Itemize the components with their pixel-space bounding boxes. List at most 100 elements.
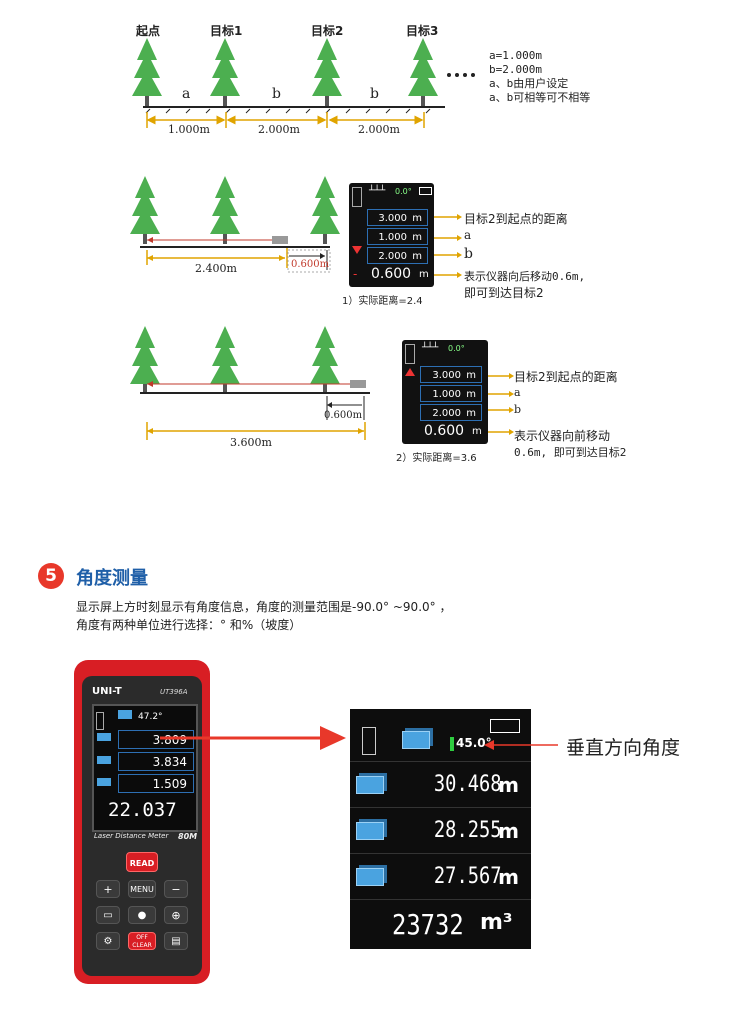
plus-button[interactable]: + xyxy=(96,880,120,898)
settings-button[interactable]: ⚙ xyxy=(96,932,120,950)
distance-label-1: 1.000m xyxy=(168,123,210,136)
laser-distance-meter: UNI-T UT396A 47.2° 3.809 3.834 1.509 22.… xyxy=(74,660,210,984)
d2-angle-icon: ┴┴┴ xyxy=(369,186,386,196)
off-clear-button[interactable]: OFF CLEAR xyxy=(128,932,156,950)
device-row-icon-1 xyxy=(97,733,111,741)
target2-label: 目标2 xyxy=(311,24,344,38)
section-desc-line2: 角度有两种单位进行选择：° 和%（坡度） xyxy=(76,618,302,632)
note-a: a=1.000m xyxy=(489,49,542,62)
d3-device-icon xyxy=(405,344,415,364)
zoom-angle-readout: 45.0° xyxy=(456,736,492,750)
zoom-volume-icon xyxy=(402,731,430,749)
menu-button[interactable]: MENU xyxy=(128,880,156,898)
d2-ann-b: b xyxy=(464,246,473,262)
read-button[interactable]: READ xyxy=(126,852,158,872)
d3-big-value: 0.600 xyxy=(424,423,465,439)
diagram2-graphics xyxy=(130,176,340,273)
distance-label-3: 2.000m xyxy=(358,123,400,136)
d2-ann-move-back: 表示仪器向后移动0.6m, xyxy=(464,270,586,283)
d2-battery-icon xyxy=(419,187,432,195)
d3-forward-arrow-icon xyxy=(405,368,415,376)
zoom-row-3-icon xyxy=(356,868,384,886)
diagram1-graphics xyxy=(132,38,475,128)
d3-ann-reach: 0.6m, 即可到达目标2 xyxy=(514,446,627,459)
d2-angle-readout: 0.0° xyxy=(395,187,412,196)
note-equal: a、b可相等可不相等 xyxy=(489,91,591,104)
target1-label: 目标1 xyxy=(210,24,243,38)
d2-caption: 1）实际距离=2.4 xyxy=(342,296,423,307)
device-brand: UNI-T xyxy=(92,686,122,697)
d3-ann-move-forward: 表示仪器向前移动 xyxy=(514,429,611,443)
d2-big-unit: m xyxy=(419,269,429,280)
device-row-icon-2 xyxy=(97,756,111,764)
d3-angle-icon: ┴┴┴ xyxy=(422,343,439,353)
d2-back-arrow-icon xyxy=(352,246,362,254)
device-screen-volume-icon xyxy=(118,710,132,719)
laser-button[interactable]: ● xyxy=(128,906,156,924)
device-row-3: 1.509 xyxy=(118,774,194,793)
zoom-row-1-icon xyxy=(356,776,384,794)
angle-callout-arrow xyxy=(484,740,558,750)
device-range: 80M xyxy=(178,832,198,841)
d2-device-icon xyxy=(352,187,362,207)
d3-angle-readout: 0.0° xyxy=(448,344,465,353)
note-user-set: a、b由用户设定 xyxy=(489,77,569,90)
device-row-2: 3.834 xyxy=(118,752,194,771)
zoom-row-2-icon xyxy=(356,822,384,840)
d3-ann-b: b xyxy=(514,403,522,416)
d2-big-value: 0.600 xyxy=(371,266,412,282)
zoom-tilt-icon xyxy=(362,727,376,755)
segment-b2-label: b xyxy=(370,86,379,102)
save-button[interactable]: ▤ xyxy=(164,932,188,950)
section-desc-line1: 显示屏上方时刻显示有角度信息，角度的测量范围是-90.0° ~90.0° ， xyxy=(76,600,452,614)
segment-b1-label: b xyxy=(272,86,281,102)
d2-ann-reach: 即可到达目标2 xyxy=(464,286,544,300)
d2-annotation-arrows xyxy=(434,214,462,278)
zoom-big-unit: m³ xyxy=(480,910,513,935)
d2-ann-distance: 目标2到起点的距离 xyxy=(464,212,568,226)
device-tagline: Laser Distance Meter xyxy=(94,832,169,840)
measure-mode-button[interactable]: ▭ xyxy=(96,906,120,924)
start-label: 起点 xyxy=(136,24,161,38)
section-number-badge: 5 xyxy=(38,563,64,589)
segment-a-label: a xyxy=(182,86,191,102)
d3-annotation-arrows xyxy=(488,373,514,435)
device-screen-angle: 47.2° xyxy=(138,712,163,722)
minus-button[interactable]: − xyxy=(164,880,188,898)
d3-ann-distance: 目标2到起点的距离 xyxy=(514,370,618,384)
target-button[interactable]: ⊕ xyxy=(164,906,188,924)
distance-label-2: 2.000m xyxy=(258,123,300,136)
zoom-angle-bar-icon xyxy=(450,737,454,751)
d2-minus-sign: - xyxy=(353,267,358,281)
d2-distance-short: 0.600m xyxy=(291,259,330,270)
device-big-value: 22.037 xyxy=(108,799,177,821)
d3-ann-a: a xyxy=(514,386,521,399)
diagram3-graphics xyxy=(130,326,370,440)
zoom-total-row: 23732 m³ xyxy=(350,899,531,950)
angle-callout-label: 垂直方向角度 xyxy=(566,737,681,759)
zoom-battery-icon xyxy=(490,719,520,733)
zoom-connector-arrow xyxy=(160,726,346,750)
d2-ann-a: a xyxy=(464,228,472,242)
target3-label: 目标3 xyxy=(406,24,439,38)
zoom-big-value: 23732 xyxy=(392,908,464,941)
section-title: 角度测量 xyxy=(76,568,148,589)
d3-big-unit: m xyxy=(472,426,482,437)
d3-caption: 2）实际距离=3.6 xyxy=(396,453,477,464)
d3-distance-short: 0.600m xyxy=(324,410,363,421)
d3-distance-main: 3.600m xyxy=(230,436,272,449)
device-row-icon-3 xyxy=(97,778,111,786)
device-screen-tilt-icon xyxy=(96,712,104,730)
device-model: UT396A xyxy=(160,688,188,696)
